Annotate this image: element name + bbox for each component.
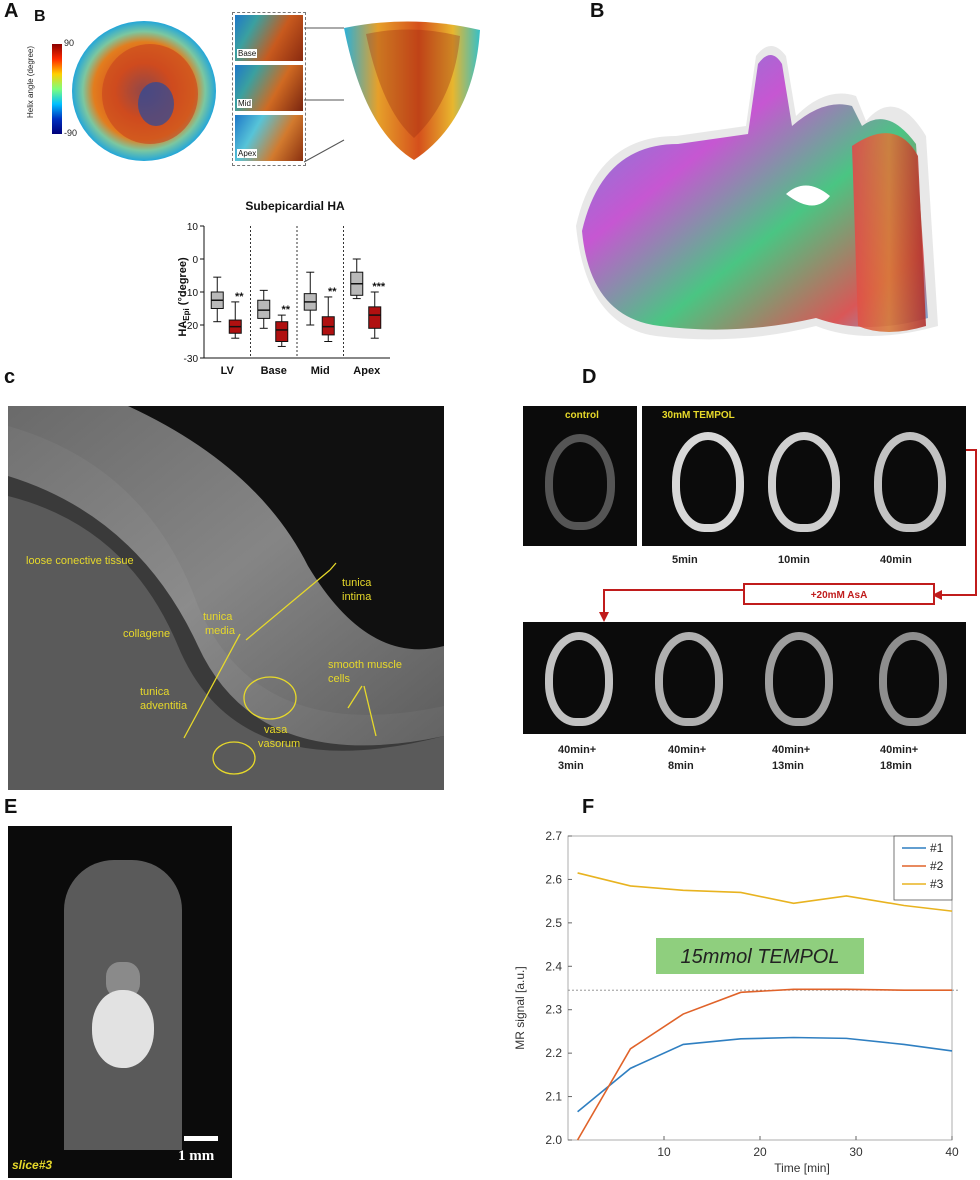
boxplot-category-label: Base [261,365,287,376]
x-axis-label: Time [min] [774,1161,830,1175]
label-tunica-intima-1: tunica [342,577,372,589]
legend-label-2: #2 [930,859,944,873]
heart-long-axis-render [304,21,480,163]
control-label: control [565,410,599,421]
boxplot-ytick-label: 10 [187,222,199,233]
slice-label: slice#3 [12,1158,53,1172]
time-label-40: 40min [880,554,912,566]
control-image: control [523,406,637,546]
x-tick-label: 10 [657,1145,671,1159]
tempol-annotation-box [656,938,864,974]
colorbar-max: 90 [64,38,75,48]
boxplot-ylabel: HAEpi (°degree) [177,257,191,337]
asa-time-1: 40min+3min [558,744,597,772]
y-tick-label: 2.7 [545,829,562,843]
boxplot-significance: *** [372,281,386,293]
label-tunica-intima-2: intima [342,591,372,603]
boxplot-box [321,316,335,336]
label-smooth-muscle-1: smooth muscle [328,659,402,671]
boxplot-ytick-label: -10 [184,288,199,299]
boxplot-category-label: LV [221,365,235,376]
panel-label-c: c [4,366,16,388]
boxplot-box [275,321,289,342]
region-label-mid: Mid [237,99,252,108]
legend-label-3: #3 [930,877,944,891]
boxplot-significance: ** [328,286,337,298]
y-tick-label: 2.3 [545,1003,562,1017]
x-tick-label: 40 [945,1145,959,1159]
region-label-base: Base [237,49,258,58]
boxplot-box [368,306,382,329]
boxplot-significance: ** [281,304,290,316]
vessel-mri-image: loose conective tissue collagene tunica … [8,406,444,790]
boxplot-ytick-label: -30 [184,354,199,365]
time-label-5: 5min [672,554,698,566]
boxplot-ytick-label: 0 [192,255,198,266]
series-line-3 [577,872,953,912]
label-adventitia-1: tunica [140,686,170,698]
series-line-2 [576,988,952,1141]
slice-thumbnails: Base Mid Apex [232,12,306,166]
asa-time-3: 40min+13min [772,744,811,772]
boxplot-significance: ** [235,291,244,303]
mr-signal-chart: 2.0 2.1 2.2 2.3 2.4 2.5 2.6 2.7 10 20 30 40 15mmol … [513,829,959,1175]
x-tick-label: 20 [753,1145,767,1159]
asa-image-row [523,622,966,734]
y-tick-label: 2.2 [545,1046,562,1060]
y-tick-label: 2.6 [545,872,562,886]
region-label-apex: Apex [237,149,258,158]
boxplot-box [257,299,271,319]
y-tick-label: 2.0 [545,1133,562,1147]
label-tunica-media-2: media [205,625,236,637]
boxplot-ytick-label: -20 [184,321,199,332]
panel-label-e: E [4,796,18,818]
panel-label-b: B [590,0,605,22]
tempol-annotation: 15mmol TEMPOL [681,946,840,968]
colorbar-min: -90 [64,128,78,138]
y-tick-label: 2.4 [545,959,562,973]
asa-time-4: 40min+18min [880,744,919,772]
legend-label-1: #1 [930,841,944,855]
helix-colorbar [52,44,62,134]
panel-label-a-sub: B [34,8,46,25]
colorbar-title: Helix angle (degree) [26,45,35,118]
panel-label-d: D [582,366,597,388]
panel-label-a: A [4,0,19,22]
panel-label-f: F [582,796,595,818]
label-loose-tissue: loose conective tissue [26,555,134,567]
label-smooth-muscle-2: cells [328,673,351,685]
time-label-10: 10min [778,554,810,566]
slice-image: 1 mm slice#3 [8,826,232,1178]
heart-short-axis-render [72,21,216,161]
asa-arrow: +20mM AsA [599,449,977,622]
y-axis-label: MR signal [a.u.] [513,966,527,1049]
heart-tractography-render [576,46,938,340]
boxplot-title: Subepicardial HA [245,199,345,213]
tempol-label: 30mM TEMPOL [662,410,735,421]
y-tick-label: 2.1 [545,1090,562,1104]
label-vasa-1: vasa [264,724,288,736]
scale-bar-label: 1 mm [178,1148,215,1164]
boxplot-category-label: Mid [311,365,330,376]
series-line-1 [577,1036,953,1113]
label-collagene: collagene [123,628,170,640]
label-adventitia-2: adventitia [140,700,188,712]
chart-legend: #1 #2 #3 [893,835,953,901]
y-tick-label: 2.5 [545,916,562,930]
boxplot-category-label: Apex [353,365,381,376]
label-vasa-2: vasorum [258,738,300,750]
asa-label: +20mM AsA [811,590,868,601]
asa-time-2: 40min+8min [668,744,707,772]
x-tick-label: 30 [849,1145,863,1159]
label-tunica-media-1: tunica [203,611,233,623]
tempol-image-row: 30mM TEMPOL [642,406,966,546]
